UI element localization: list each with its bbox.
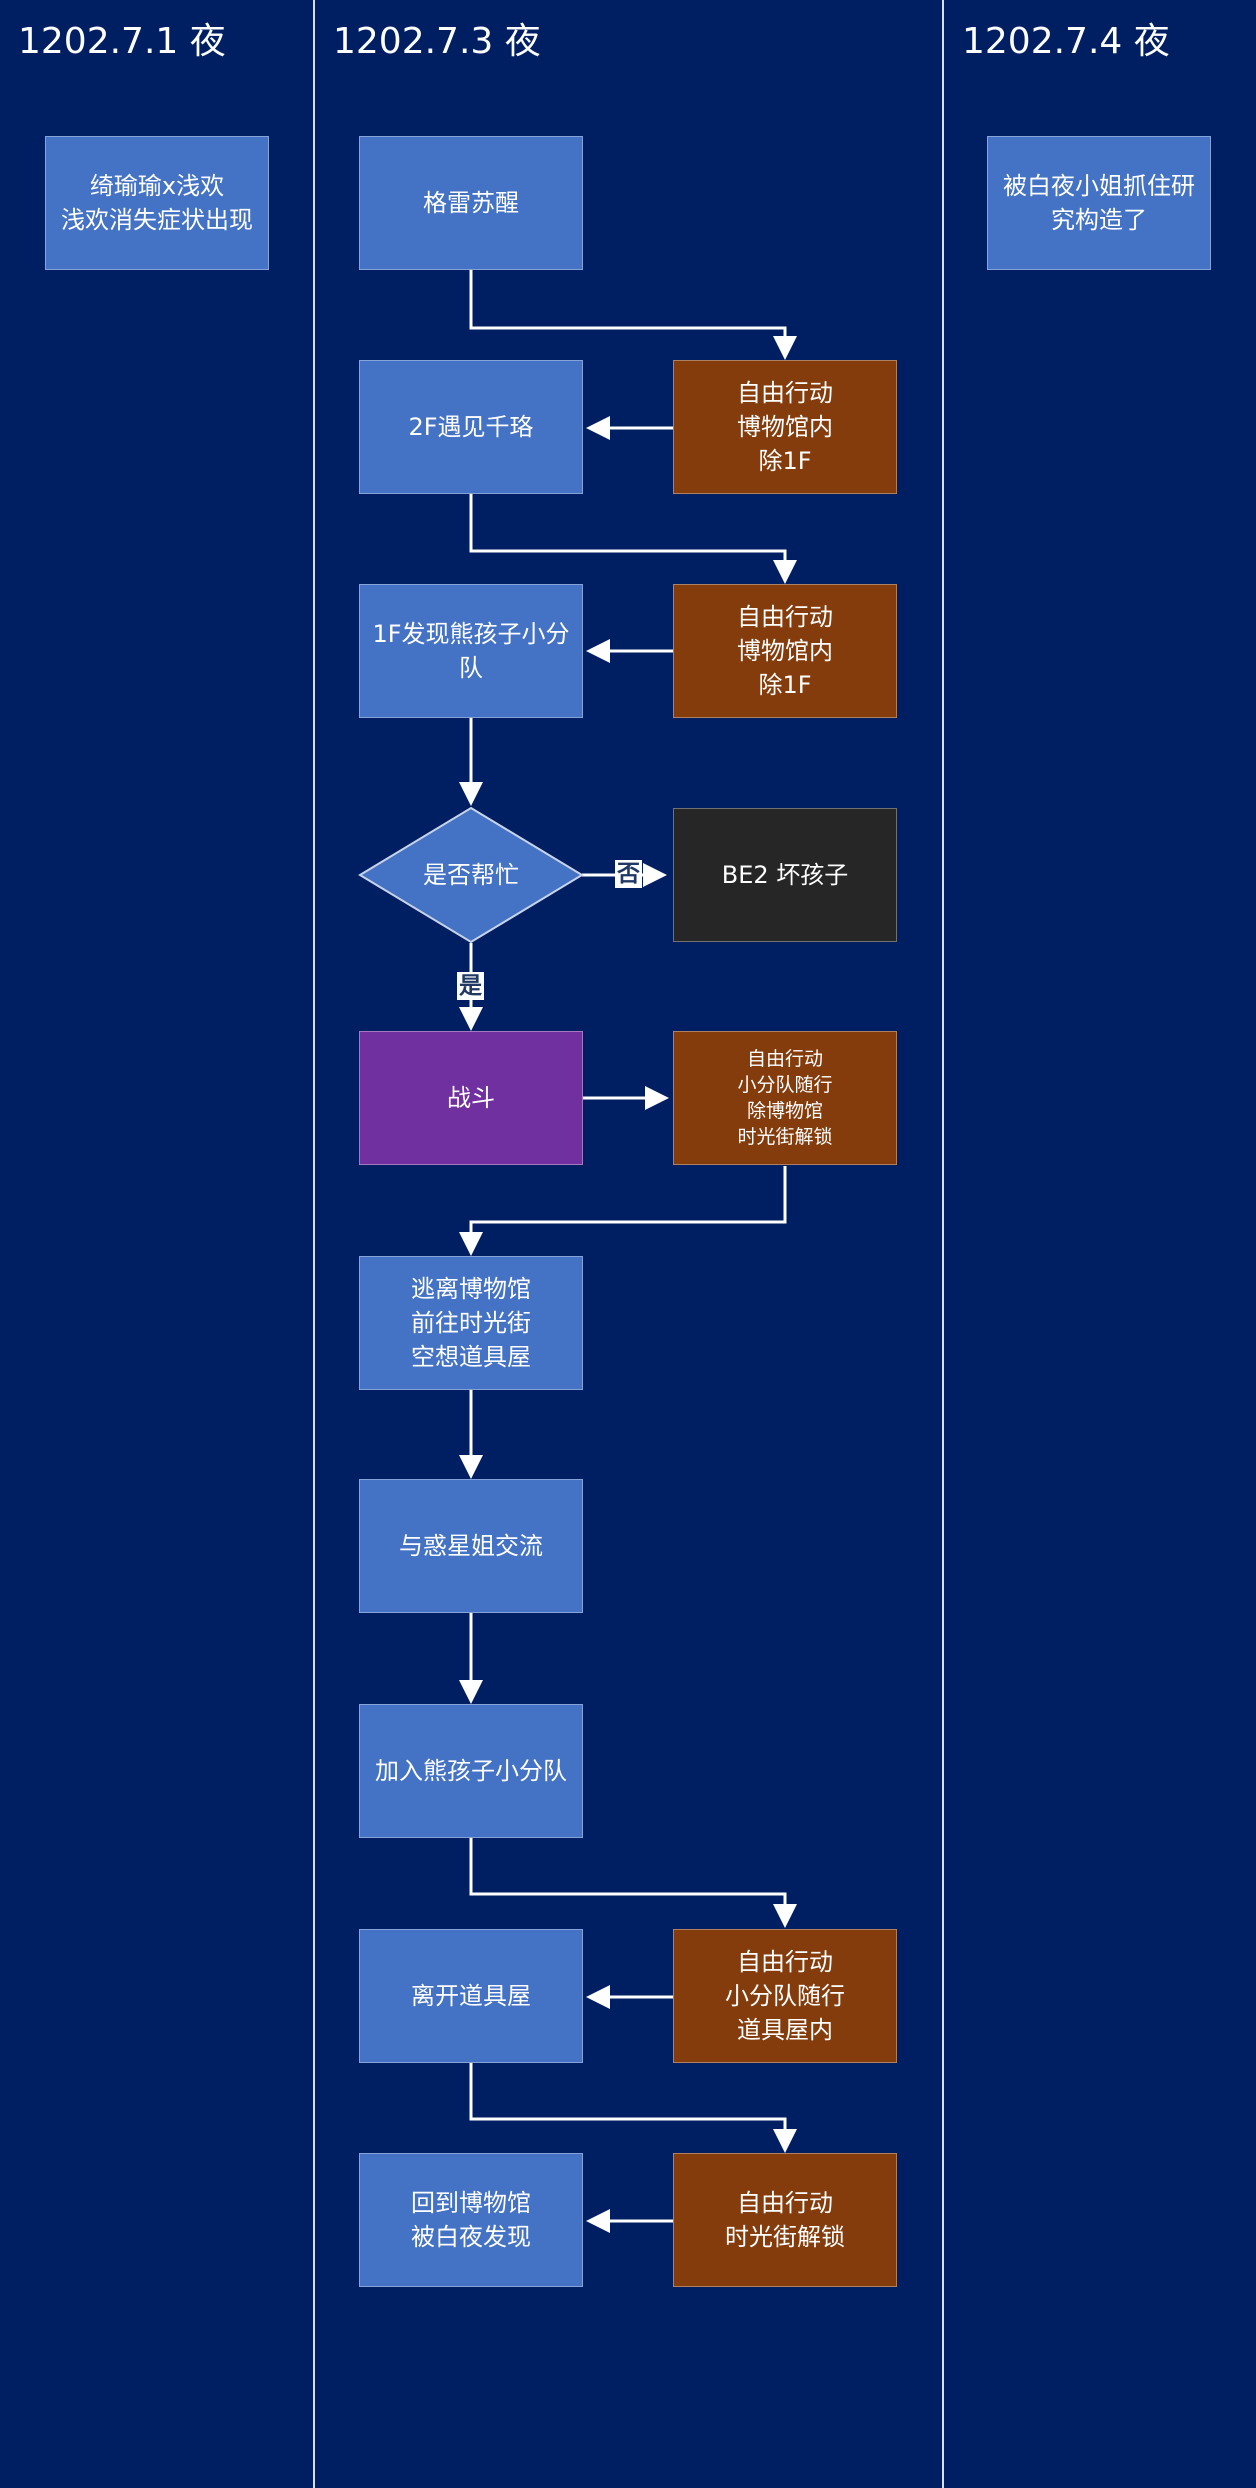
node-free1-line-2: 博物馆内 [737,413,833,441]
lane-1: 1202.7.1 夜 [0,0,313,2488]
node-free2-line-1: 自由行动 [737,603,833,631]
lane-3: 1202.7.4 夜 [944,0,1256,2488]
decision-diamond [358,806,584,944]
lane-3-title: 1202.7.4 夜 [962,21,1170,62]
node-baiye-research: 被白夜小姐抓住研 究构造了 [987,136,1211,270]
node-free2-line-3: 除1F [758,671,812,699]
node-qiyu-symptom: 绮瑜瑜x浅欢 浅欢消失症状出现 [45,136,269,270]
edge-leave-to-free5 [469,2063,797,2153]
edge-free3-to-escape [459,1166,787,1256]
node-free3-line-3: 除博物馆 [746,1100,823,1122]
node-free3-line-2: 小分队随行 [737,1074,833,1096]
lane-divider-2 [942,0,944,2488]
node-found-line-2: 队 [459,654,483,682]
node-free1-line-1: 自由行动 [737,379,833,407]
node-gelei-awake: 格雷苏醒 [359,136,583,270]
edge-label-no: 否 [615,860,642,888]
decision-label: 是否帮忙 [423,861,519,889]
node-free4-line-2: 小分队随行 [725,1982,845,2010]
edge-join-to-free4 [469,1838,797,1928]
node-escape-line-3: 空想道具屋 [411,1343,531,1371]
edge-gelei-to-free1 [469,270,797,360]
lane-2-title: 1202.7.3 夜 [333,21,541,62]
node-free4-line-1: 自由行动 [737,1948,833,1976]
node-battle-line-1: 战斗 [447,1084,495,1112]
node-qiyu-line-1: 绮瑜瑜x浅欢 [89,172,225,200]
node-free1-line-3: 除1F [758,447,812,475]
node-free5-line-1: 自由行动 [737,2189,833,2217]
node-free3-line-4: 时光街解锁 [737,1126,833,1148]
node-leave-shop: 离开道具屋 [359,1929,583,2063]
node-join-squad: 加入熊孩子小分队 [359,1704,583,1838]
node-free-action-4: 自由行动 小分队随行 道具屋内 [673,1929,897,2063]
node-free-action-3: 自由行动 小分队随行 除博物馆 时光街解锁 [673,1031,897,1165]
node-free-action-5: 自由行动 时光街解锁 [673,2153,897,2287]
node-meet-line-1: 2F遇见千珞 [408,413,534,441]
node-escape-line-2: 前往时光街 [411,1309,531,1337]
edge-meet-to-free2 [469,494,797,584]
node-baiye-line-1: 被白夜小姐抓住研 [1003,172,1195,200]
node-escape-line-1: 逃离博物馆 [411,1275,531,1303]
edge-label-yes: 是 [457,972,484,1000]
node-baiye-line-2: 究构造了 [1051,206,1147,234]
node-join-line-1: 加入熊孩子小分队 [375,1757,567,1785]
node-free-action-1: 自由行动 博物馆内 除1F [673,360,897,494]
node-free4-line-3: 道具屋内 [737,2016,833,2044]
node-back-line-2: 被白夜发现 [411,2223,531,2251]
lane-divider-1 [313,0,315,2488]
node-found-squad: 1F发现熊孩子小分 队 [359,584,583,718]
node-qiyu-line-2: 浅欢消失症状出现 [61,206,253,234]
node-free3-line-1: 自由行动 [746,1048,823,1070]
node-found-line-1: 1F发现熊孩子小分 [372,620,570,648]
node-free5-line-2: 时光街解锁 [725,2223,845,2251]
node-back-line-1: 回到博物馆 [411,2189,531,2217]
node-free-action-2: 自由行动 博物馆内 除1F [673,584,897,718]
node-be2-line-1: BE2 坏孩子 [721,861,849,889]
node-talk-line-1: 与惑星姐交流 [399,1532,543,1560]
node-leave-line-1: 离开道具屋 [411,1982,531,2010]
node-free2-line-2: 博物馆内 [737,637,833,665]
node-gelei-line-1: 格雷苏醒 [423,189,519,217]
node-battle: 战斗 [359,1031,583,1165]
lane-1-title: 1202.7.1 夜 [18,21,226,62]
node-escape-museum: 逃离博物馆 前往时光街 空想道具屋 [359,1256,583,1390]
node-back-museum: 回到博物馆 被白夜发现 [359,2153,583,2287]
node-be2-bad-ending: BE2 坏孩子 [673,808,897,942]
node-meet-qianluo: 2F遇见千珞 [359,360,583,494]
node-talk-planet-sister: 与惑星姐交流 [359,1479,583,1613]
